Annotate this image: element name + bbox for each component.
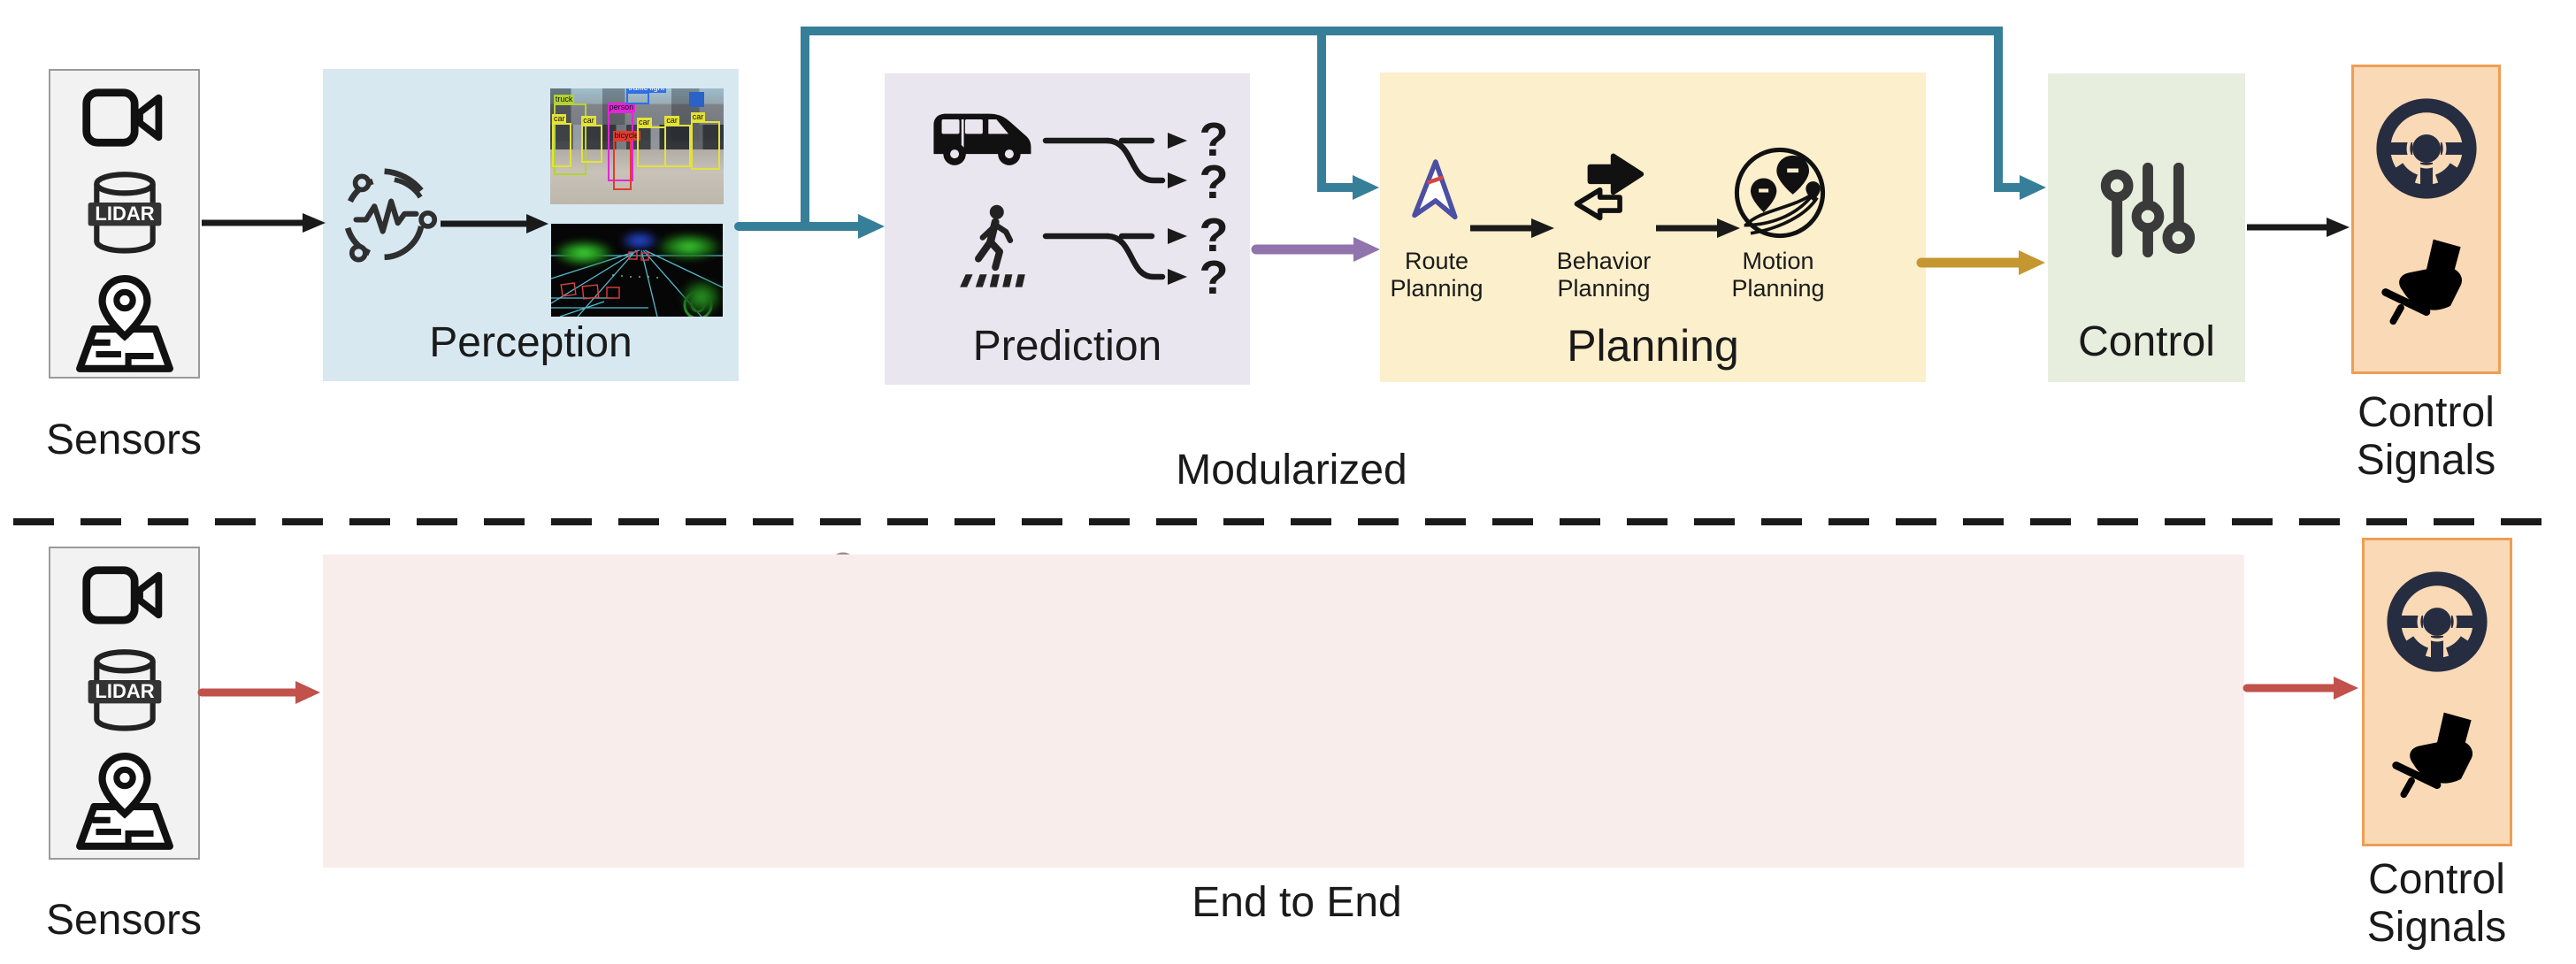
- steering-wheel-icon: [2387, 571, 2488, 672]
- swap-arrows-icon: [1574, 153, 1644, 221]
- pointcloud-blob: [553, 240, 615, 266]
- purple-arrowhead: [1353, 237, 1380, 262]
- lidar-text: LIDAR: [95, 680, 154, 702]
- van-icon: [933, 113, 1031, 165]
- video-camera-icon: [82, 88, 163, 147]
- pointcloud-blob: [656, 233, 723, 261]
- steering-wheel-icon: [2375, 98, 2477, 199]
- pointcloud-blob: [620, 231, 659, 250]
- planning-label: Planning: [1567, 321, 1739, 371]
- lidar-cylinder-icon: LIDAR: [88, 649, 161, 731]
- detection-label: car: [690, 111, 706, 122]
- lidar-cylinder-icon: LIDAR: [88, 172, 161, 254]
- control-signals-label-bottom: Control Signals: [2366, 856, 2507, 951]
- lidar-text: LIDAR: [95, 203, 154, 225]
- detection-label: traffic light: [626, 88, 667, 93]
- perception-label: Perception: [429, 319, 632, 366]
- sliders-icon: [2100, 162, 2196, 258]
- control-signals-box-top: [2351, 65, 2501, 374]
- foot-pedal-icon: [2392, 712, 2473, 799]
- detection-label: car: [581, 115, 596, 126]
- planning-box: Route Planning Behavior Planning Motion: [1380, 73, 1926, 382]
- detection-box-car: car: [551, 114, 571, 168]
- control-label: Control: [2078, 318, 2215, 365]
- detection-box-truck: truck: [553, 95, 587, 176]
- map-route-pins-icon: [1734, 147, 1826, 239]
- question-mark: ?: [1199, 251, 1229, 304]
- route-planning-label: Route Planning: [1390, 248, 1484, 302]
- map-pin-icon: [75, 275, 173, 372]
- detection-box-car: car: [664, 115, 691, 168]
- detection-box-car: car: [690, 111, 721, 170]
- gold-arrowhead: [2019, 250, 2045, 275]
- detection-label: truck: [553, 95, 575, 105]
- prediction-box: ? ? ? ? Prediction: [885, 73, 1250, 385]
- end-to-end-label: End to End: [1192, 879, 1402, 926]
- navigation-cursor-icon: [1412, 159, 1458, 220]
- control-signals-label-top: Control Signals: [2356, 389, 2496, 484]
- question-mark: ?: [1199, 156, 1229, 209]
- pedestrian-crosswalk-icon: [960, 204, 1025, 287]
- detection-box-car: car: [581, 115, 602, 163]
- behavior-planning-label: Behavior Planning: [1556, 248, 1652, 302]
- lidar-pointcloud-image: [551, 224, 723, 317]
- modularized-label: Modularized: [1176, 447, 1407, 493]
- detection-label: car: [551, 114, 567, 125]
- end-to-end-network-box: [323, 555, 2244, 868]
- detection-label: person: [607, 103, 636, 113]
- detection-box-person: person: [607, 103, 636, 181]
- detection-label: bicycle: [612, 130, 641, 141]
- camera-detection-image: truckcarcarpersonbicyclecarcarcartraffic…: [550, 88, 724, 204]
- pointcloud-blob: [680, 279, 723, 316]
- motion-planning-label: Motion Planning: [1731, 248, 1825, 302]
- detection-label: car: [664, 115, 679, 126]
- foot-pedal-icon: [2380, 239, 2462, 325]
- detection-label: car: [637, 118, 652, 128]
- prediction-label: Prediction: [972, 323, 1162, 370]
- signal-scope-icon: [344, 168, 438, 263]
- sensors-label-bottom: Sensors: [45, 897, 203, 944]
- control-signals-box-bottom: [2362, 538, 2512, 846]
- camera-image-sign: [688, 91, 705, 107]
- sensors-box-top: LIDAR: [49, 69, 200, 379]
- sensors-label-top: Sensors: [45, 417, 203, 463]
- sensors-box-bottom: LIDAR: [49, 547, 200, 860]
- control-box: Control: [2048, 73, 2245, 382]
- detection-box-car: car: [637, 118, 667, 168]
- detection-box-traffic-light: traffic light: [626, 88, 667, 105]
- map-pin-icon: [75, 753, 173, 850]
- detection-box-bicycle: bicycle: [612, 130, 641, 191]
- perception-box: truckcarcarpersonbicyclecarcarcartraffic…: [323, 69, 739, 381]
- video-camera-icon: [82, 566, 163, 624]
